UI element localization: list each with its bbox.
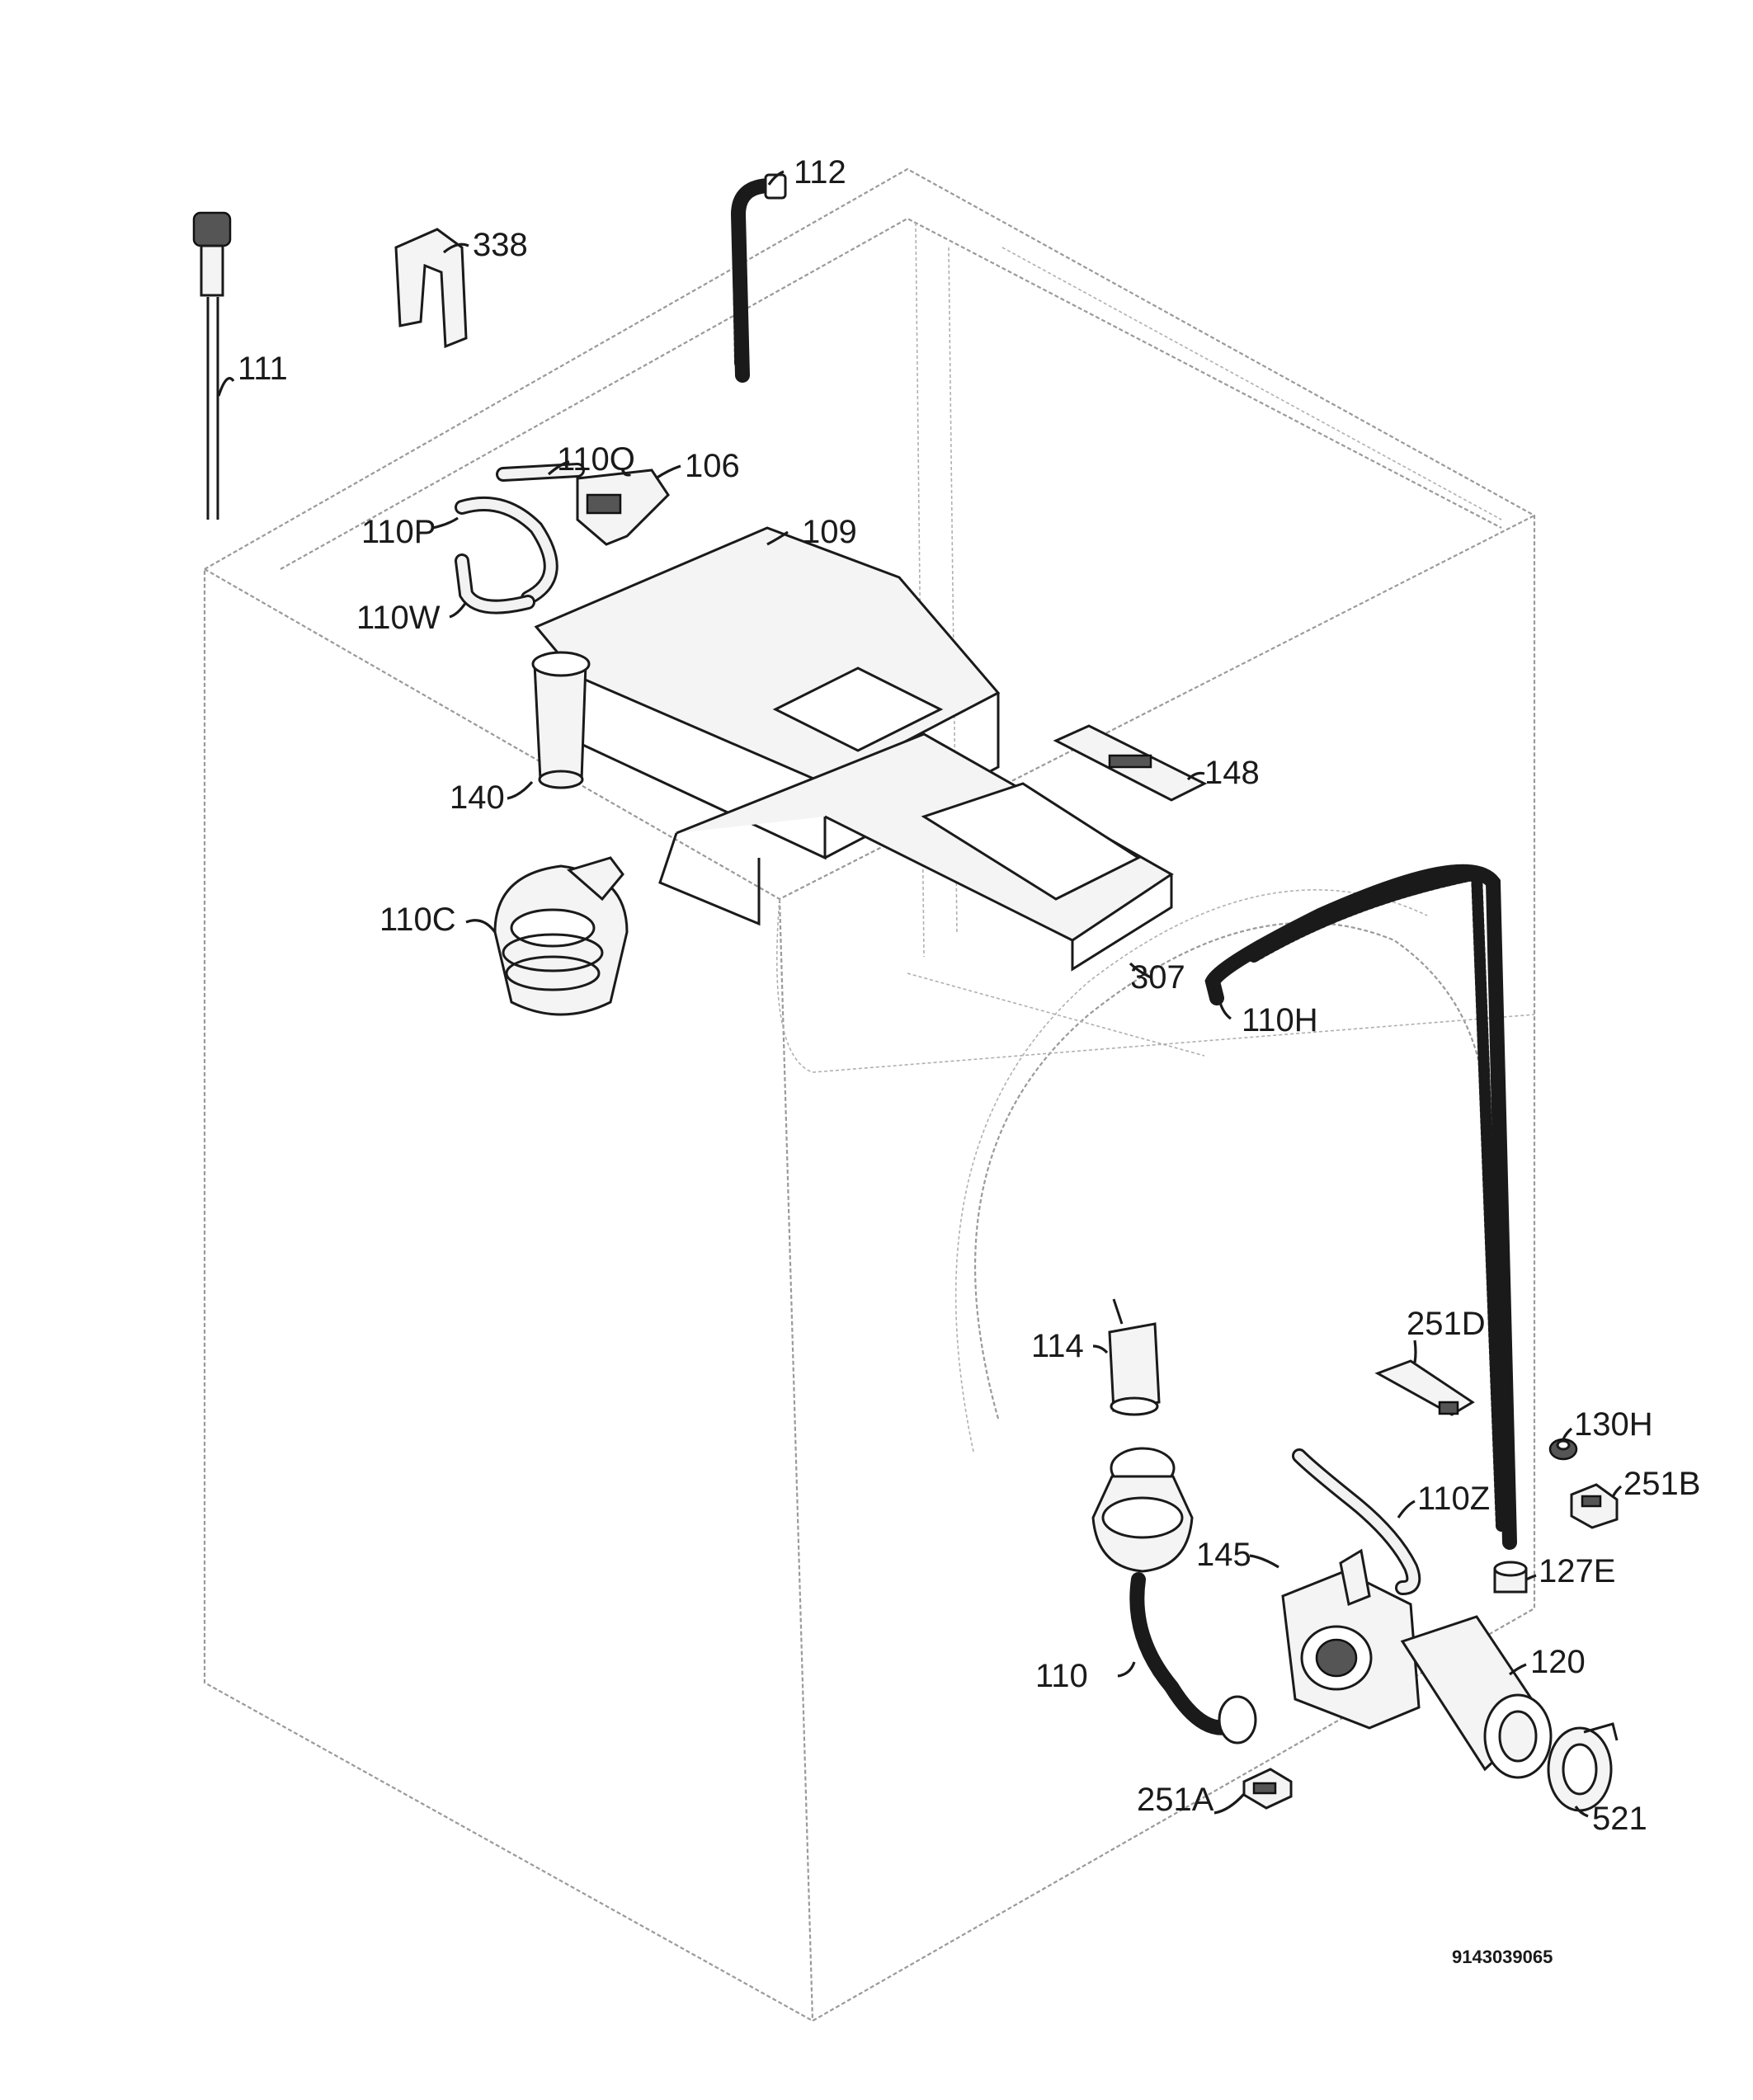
label-106: 106	[685, 448, 740, 484]
leader-lines	[217, 170, 1623, 1818]
label-109: 109	[802, 514, 857, 550]
label-127e: 127E	[1539, 1553, 1615, 1589]
label-110h: 110H	[1242, 1002, 1318, 1038]
label-148: 148	[1204, 755, 1260, 791]
label-110c: 110C	[379, 902, 456, 938]
part-307-dispenser-drawer	[658, 732, 1174, 972]
part-110h-long-hose	[1204, 864, 1517, 1550]
label-110w: 110W	[356, 600, 441, 636]
label-140: 140	[450, 779, 505, 816]
part-130h-nut	[1548, 1438, 1578, 1461]
label-111: 111	[238, 351, 288, 387]
part-110-drain-hose	[1091, 1447, 1257, 1745]
part-110c-bellows	[493, 856, 629, 1016]
label-251a: 251A	[1137, 1782, 1214, 1818]
label-307: 307	[1130, 959, 1185, 996]
label-112: 112	[794, 154, 846, 191]
part-110p-hose	[455, 496, 558, 605]
label-110q: 110Q	[557, 441, 635, 478]
part-109-dispenser-housing	[534, 526, 1001, 860]
label-120: 120	[1530, 1644, 1586, 1680]
part-111-inlet-hose	[192, 211, 232, 520]
part-labels: 111 338 112 110Q 106 110P 109 110W 140 1…	[238, 154, 1700, 1837]
part-140-sump	[531, 651, 591, 789]
label-110: 110	[1035, 1658, 1088, 1694]
label-251d: 251D	[1407, 1306, 1486, 1342]
label-114: 114	[1031, 1328, 1084, 1364]
part-106-valve	[576, 468, 670, 546]
part-120-filter	[1400, 1615, 1553, 1779]
label-251b: 251B	[1623, 1466, 1700, 1502]
part-251d-clip	[1374, 1359, 1475, 1416]
label-110p: 110P	[361, 514, 436, 550]
label-521: 521	[1592, 1801, 1647, 1837]
label-110z: 110Z	[1417, 1481, 1490, 1517]
part-521-pump-cover	[1547, 1722, 1619, 1812]
part-112-drain-hose	[730, 173, 787, 383]
part-110w-hose	[455, 553, 535, 614]
part-145-pump	[1281, 1548, 1421, 1730]
label-338: 338	[473, 227, 528, 263]
part-114-pressure-switch	[1108, 1298, 1161, 1416]
part-148-control-board	[1053, 724, 1208, 802]
part-251a-clip	[1242, 1768, 1293, 1810]
cabinet-outline	[203, 167, 1536, 2022]
drawing-code: 9143039065	[1452, 1947, 1553, 1967]
part-338-bracket	[394, 228, 468, 349]
label-130h: 130H	[1574, 1406, 1653, 1443]
part-251b-clip	[1570, 1483, 1619, 1529]
part-110q-hose	[496, 463, 585, 482]
part-127e-cap	[1493, 1561, 1528, 1594]
part-110z-hose	[1292, 1448, 1421, 1595]
label-145: 145	[1196, 1537, 1251, 1573]
